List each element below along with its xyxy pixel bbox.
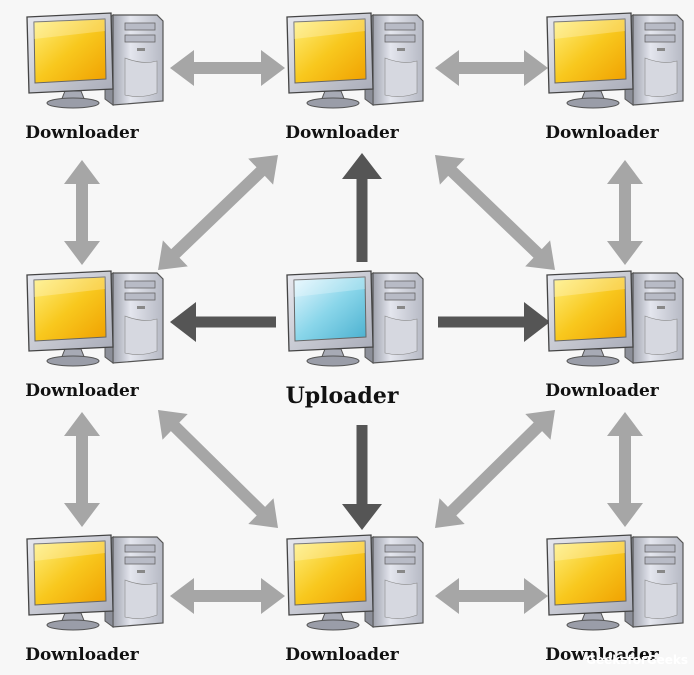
peer-arrow-tl-ml — [64, 160, 100, 265]
computers-layer — [26, 12, 684, 631]
downloader-computer-icon-br — [546, 534, 684, 631]
upload-arrow-mc-ml — [170, 302, 276, 342]
downloader-computer-icon-tl — [26, 12, 164, 109]
peer-arrow-bl-bc — [170, 578, 285, 614]
upload-arrow-mc-mr — [438, 302, 550, 342]
upload-arrow-mc-bc — [342, 425, 382, 530]
peer-arrow-ml-bl — [64, 412, 100, 527]
arrows-layer — [64, 50, 643, 614]
peer-arrow-tl-tc — [170, 50, 285, 86]
downloader-label-mr: Downloader — [545, 381, 659, 401]
downloader-label-ml: Downloader — [25, 381, 139, 401]
downloader-computer-icon-ml — [26, 270, 164, 367]
downloader-label-bc: Downloader — [285, 645, 399, 665]
watermark: GeeksforGeeks — [586, 653, 688, 667]
peer-arrow-tc-ml — [158, 155, 278, 270]
downloader-computer-icon-bc — [286, 534, 424, 631]
downloader-computer-icon-mr — [546, 270, 684, 367]
peer-arrow-tc-mr — [435, 155, 555, 270]
downloader-label-bl: Downloader — [25, 645, 139, 665]
peer-arrow-mr-bc — [435, 410, 555, 528]
downloader-computer-icon-tr — [546, 12, 684, 109]
downloader-label-tr: Downloader — [545, 123, 659, 143]
peer-arrow-tc-tr — [435, 50, 548, 86]
peer-arrow-tr-mr — [607, 160, 643, 265]
downloader-label-tc: Downloader — [285, 123, 399, 143]
downloader-label-br: Downloader — [545, 645, 659, 665]
peer-arrow-bc-br — [435, 578, 548, 614]
downloader-computer-icon-bl — [26, 534, 164, 631]
downloader-computer-icon-tc — [286, 12, 424, 109]
uploader-label: Uploader — [285, 383, 399, 409]
uploader-computer-icon-mc — [286, 270, 424, 367]
peer-arrow-mr-br — [607, 412, 643, 527]
peer-arrow-ml-bc — [158, 410, 278, 528]
downloader-label-tl: Downloader — [25, 123, 139, 143]
upload-arrow-mc-tc — [342, 153, 382, 262]
